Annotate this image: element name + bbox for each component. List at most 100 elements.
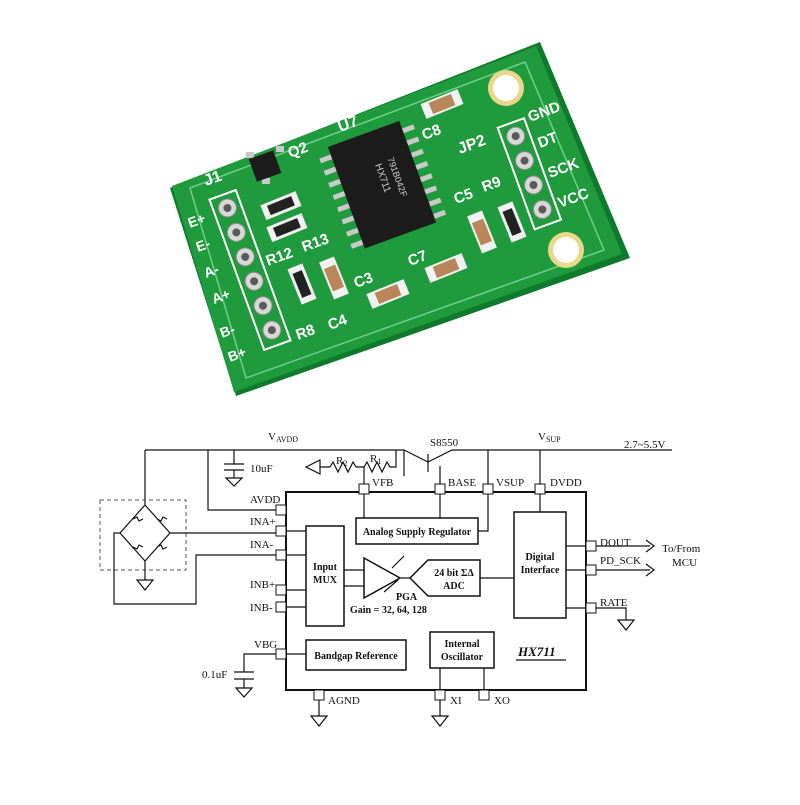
ground-xi-icon [430,715,450,727]
chip-body [327,120,437,249]
silk-label-r9: R9 [480,173,504,196]
block-pga-label: PGA [396,592,418,603]
pin-vfb-box [358,483,370,495]
header-jp2 [496,116,563,231]
pin-inap: INA+ [250,516,276,528]
block-input-mux [305,525,345,627]
pin-avdd: AVDD [250,494,280,506]
label-s8550: S8550 [430,437,459,449]
transistor-q2 [246,146,284,184]
block-dig-label-2: Interface [521,565,560,576]
block-adc-label-2: ADC [443,581,465,592]
pin-inbp-box [275,584,287,596]
smd-capacitor-c3 [366,279,410,309]
wire-bridge-inan [113,532,276,605]
silk-label-c3: C3 [352,269,376,292]
pcb-silk-outline [189,61,605,379]
block-bandgap-reference [305,639,407,671]
ground-bridge-icon [135,579,155,591]
pin-base-box [434,483,446,495]
pin-xi: XI [450,695,462,707]
silk-pin-e-plus: E+ [186,210,208,231]
silk-label-j1: J1 [202,168,225,190]
silk-pin-b-plus: B+ [226,344,249,365]
pin-xo-box [478,689,490,701]
wire-avdd-pin [207,450,284,511]
wire-dig-pins [566,545,586,609]
block-dig-label-1: Digital [526,552,555,563]
pin-dvdd-box [534,483,546,495]
pin-agnd-box [313,689,325,701]
label-vavdd: VAVDD [268,431,298,444]
mounting-hole-top [493,75,519,101]
silk-label-c4: C4 [326,311,350,334]
block-mux-label-1: Input [313,562,338,573]
pin-vbg: VBG [254,639,277,651]
smd-resistor-r9 [497,201,527,243]
pcb-board: HX711 791B042F [170,42,630,396]
pin-rate-box [585,602,597,614]
pin-inan: INA- [250,539,274,551]
pin-inap-box [275,525,287,537]
pin-xi-box [434,689,446,701]
block-analog-supply-regulator [355,517,479,545]
silk-label-q2: Q2 [286,139,311,162]
block-bg-label: Bandgap Reference [314,651,398,662]
pin-vfb: VFB [372,477,393,489]
label-supply-range: 2.7~5.5V [624,439,665,451]
silk-pin-a-minus: A- [202,261,222,281]
block-diagram: VAVDD VSUP S8550 2.7~5.5V 10uF [99,431,701,727]
pin-inbn: INB- [250,602,273,614]
wire-mcu-bus [596,545,650,571]
silk-pin-dt: DT [536,129,561,152]
chip-left-legs [319,153,366,249]
pga-feedback-marks [383,555,405,593]
wire-rate [596,607,627,620]
smd-resistor-r12 [260,191,302,221]
pin-inbp: INB+ [250,579,275,591]
label-r2: R2 [336,455,347,468]
pin-rate: RATE [600,597,628,609]
label-to-from: To/From [662,543,701,555]
label-vsup: VSUP [538,431,561,444]
block-gain-label: Gain = 32, 64, 128 [350,605,427,616]
transistor-s8550 [403,449,462,484]
wire-mux-pga [344,569,364,587]
chip-right-legs [400,124,447,220]
block-osc-label-1: Internal [445,639,480,650]
smd-resistor-r13 [266,213,308,243]
label-r1: R1 [370,453,381,466]
block-mux-label-2: MUX [313,575,338,586]
label-0-1uf: 0.1uF [202,669,227,681]
pin-pdsck: PD_SCK [600,555,641,567]
pin-dvdd: DVDD [550,477,582,489]
smd-capacitor-c7 [424,253,468,283]
smd-capacitor-c8-top [420,89,464,119]
pin-vbg-box [275,648,287,660]
silk-pin-a-plus: A+ [210,286,233,307]
pin-avdd-box [275,504,287,516]
ground-rate-icon [616,619,636,631]
pin-agnd: AGND [328,695,360,707]
chip-name-hx711: HX711 [517,644,556,659]
silk-pin-b-minus: B- [218,321,238,341]
smd-capacitor-c4 [319,256,349,300]
wire-vsup-asr [478,494,489,532]
pin-inbn-box [275,601,287,613]
silk-label-r8: R8 [294,321,318,344]
smd-resistor-r8 [287,263,317,305]
block-pga [363,556,402,600]
block-internal-oscillator [429,631,495,669]
silk-label-c7: C7 [406,247,430,270]
block-adc-label-1: 24 bit ΣΔ [434,568,474,579]
silk-label-c8-top: C8 [420,121,444,144]
pin-pdsck-box [585,564,597,576]
capacitor-10uf [224,450,244,487]
hx711-chip: HX711 791B042F [319,120,447,249]
pin-vsup: VSUP [496,477,524,489]
block-osc-label-2: Oscillator [441,652,484,663]
pin-vsup-box [482,483,494,495]
load-cell-outline [99,499,187,571]
